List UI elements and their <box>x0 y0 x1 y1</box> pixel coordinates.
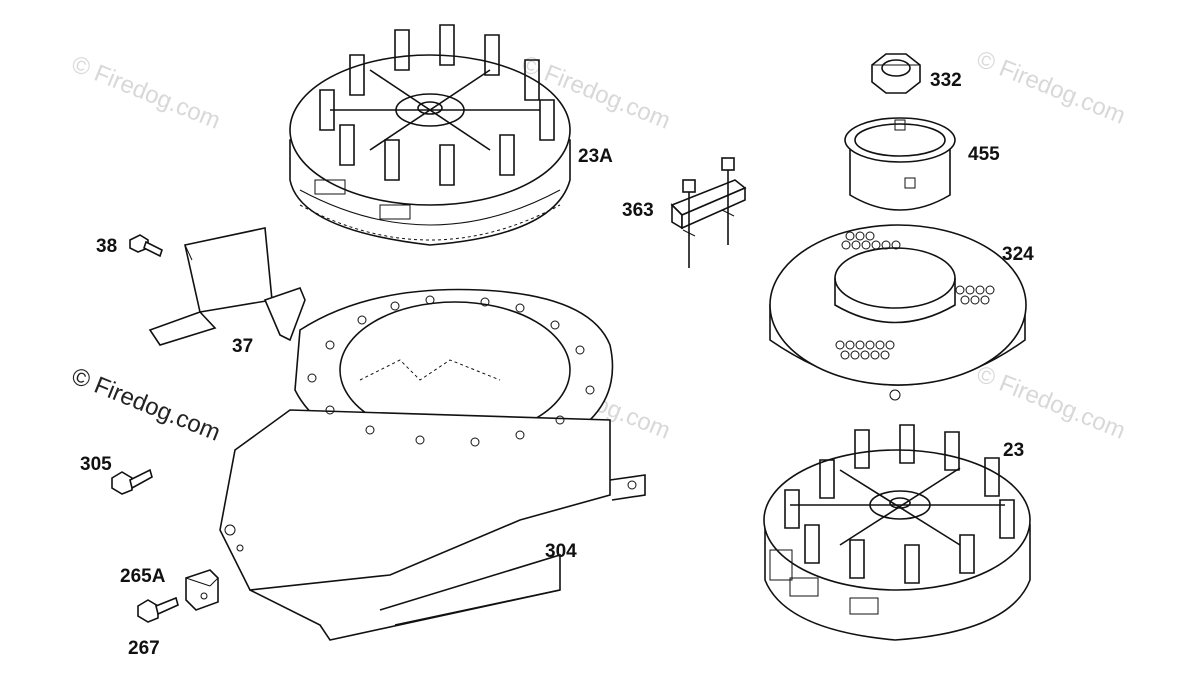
label-304: 304 <box>545 541 577 562</box>
starter-cup-drawing <box>844 117 956 211</box>
bracket-drawing <box>670 157 747 268</box>
watermark-dark: © Firedog.com <box>68 363 224 447</box>
label-455: 455 <box>968 144 1000 165</box>
label-38: 38 <box>96 236 117 257</box>
watermark: © Firedog.com <box>973 46 1129 130</box>
label-23A: 23A <box>578 146 613 167</box>
air-guide-drawing <box>148 227 306 346</box>
blower-housing-drawing <box>219 288 646 641</box>
label-267: 267 <box>128 638 160 659</box>
label-324: 324 <box>1002 244 1034 265</box>
label-37: 37 <box>232 336 253 357</box>
label-305: 305 <box>80 454 112 475</box>
watermark: © Firedog.com <box>68 51 224 135</box>
label-332: 332 <box>930 70 962 91</box>
rotating-screen-drawing <box>769 224 1027 401</box>
screw-305-drawing <box>111 468 153 495</box>
clip-nut-drawing <box>185 569 219 611</box>
label-265A: 265A <box>120 566 166 587</box>
nut-drawing <box>871 53 921 94</box>
label-363: 363 <box>622 200 654 221</box>
label-23: 23 <box>1003 440 1024 461</box>
watermark: © Firedog.com <box>973 361 1129 445</box>
screw-38-drawing <box>129 234 163 258</box>
flywheel-upper-drawing <box>289 24 571 246</box>
screw-267-drawing <box>137 596 179 623</box>
flywheel-lower-drawing <box>763 424 1031 641</box>
